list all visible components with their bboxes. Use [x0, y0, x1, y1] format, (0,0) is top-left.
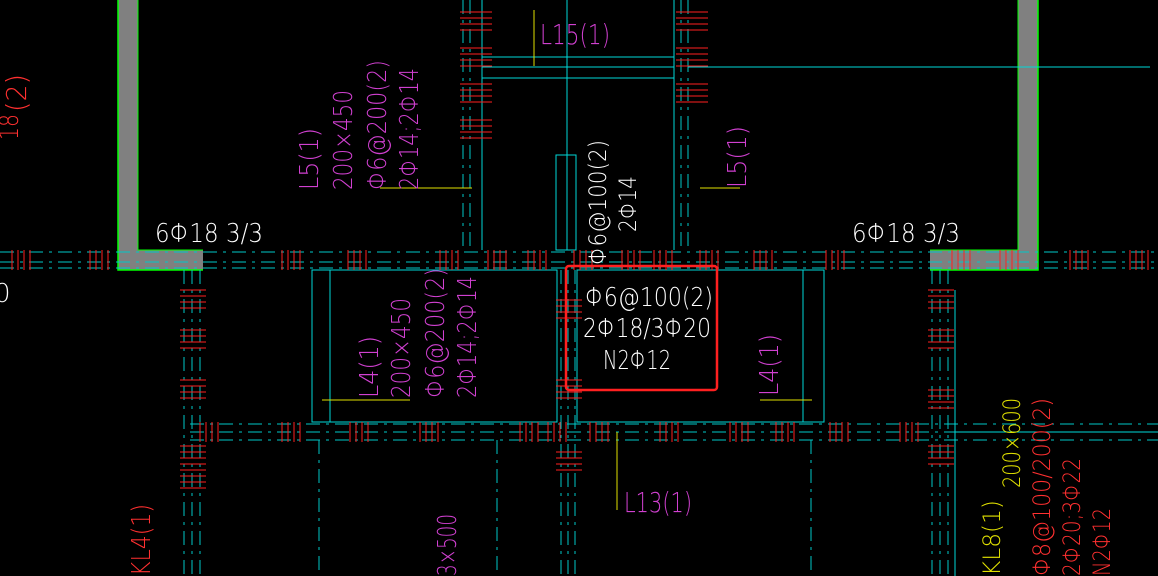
- label-bottom-size[interactable]: 3×500: [433, 514, 463, 576]
- label-kl8-waist: N2Φ12: [1088, 508, 1116, 576]
- label-center-stirrup: Φ6@100(2): [584, 140, 612, 265]
- label-l4-left-name: L4(1): [355, 336, 385, 398]
- shear-wall-left[interactable]: [117, 0, 203, 271]
- label-l4-left-size: 200×450: [387, 298, 417, 398]
- label-l5-left-stirrup: Φ6@200(2): [363, 60, 393, 190]
- label-kl8-stirrup: Φ8@100/200(2): [1028, 398, 1056, 576]
- annotation-l15[interactable]: L15(1): [540, 18, 610, 51]
- beam-outlines[interactable]: [311, 0, 1158, 576]
- label-l4-left-bars: 2Φ14;2Φ14: [453, 276, 483, 398]
- label-beam-top-right[interactable]: 6Φ18 3/3: [852, 219, 960, 249]
- selection-box[interactable]: [564, 264, 719, 392]
- label-l5-left-bars: 2Φ14;2Φ14: [395, 68, 425, 190]
- label-l13[interactable]: L13(1): [624, 486, 692, 519]
- label-kl8-bars: 2Φ20;3Φ22: [1058, 458, 1086, 576]
- label-selected-stirrup: Φ6@100(2): [585, 283, 713, 313]
- label-l5-left-name: L5(1): [295, 128, 325, 190]
- label-kl8-size: 200×600: [998, 398, 1026, 488]
- label-center-bars: 2Φ14: [614, 176, 642, 232]
- label-edge-left-top[interactable]: (2): [0, 74, 33, 112]
- label-beam-top-left[interactable]: 6Φ18 3/3: [155, 219, 263, 249]
- annotation-l5-right[interactable]: L5(1): [723, 126, 753, 188]
- rebar-tick-marks: [11, 11, 1149, 489]
- label-selected-waist-bars: N2Φ12: [603, 346, 671, 376]
- label-l4-left-stirrup: Φ6@200(2): [421, 268, 451, 398]
- annotation-l4-right[interactable]: L4(1): [755, 334, 785, 396]
- label-selected-bars: 2Φ18/3Φ20: [583, 314, 711, 344]
- label-kl8-name: KL8(1): [978, 500, 1006, 576]
- annotation-selected-beam[interactable]: Φ6@100(2) 2Φ18/3Φ20 N2Φ12: [583, 283, 713, 376]
- annotation-l5-left[interactable]: L5(1) 200×450 Φ6@200(2) 2Φ14;2Φ14: [295, 60, 425, 190]
- annotation-l4-left[interactable]: L4(1) 200×450 Φ6@200(2) 2Φ14;2Φ14: [355, 268, 483, 398]
- annotation-center-vertical[interactable]: Φ6@100(2) 2Φ14: [584, 140, 642, 265]
- axis-lines-horizontal: [0, 251, 1158, 441]
- label-edge-left-mid[interactable]: 0: [0, 279, 11, 309]
- leader-lines: [322, 10, 812, 510]
- label-l5-left-size: 200×450: [329, 90, 359, 190]
- label-edge-left-bottom[interactable]: 18: [0, 114, 25, 140]
- annotation-kl8-right[interactable]: KL8(1) 200×600 Φ8@100/200(2) 2Φ20;3Φ22 N…: [978, 398, 1116, 576]
- label-kl4-left[interactable]: KL4(1): [127, 504, 157, 576]
- label-l5-right: L5(1): [723, 126, 753, 188]
- label-l15: L15(1): [540, 18, 610, 51]
- label-l4-right: L4(1): [755, 334, 785, 396]
